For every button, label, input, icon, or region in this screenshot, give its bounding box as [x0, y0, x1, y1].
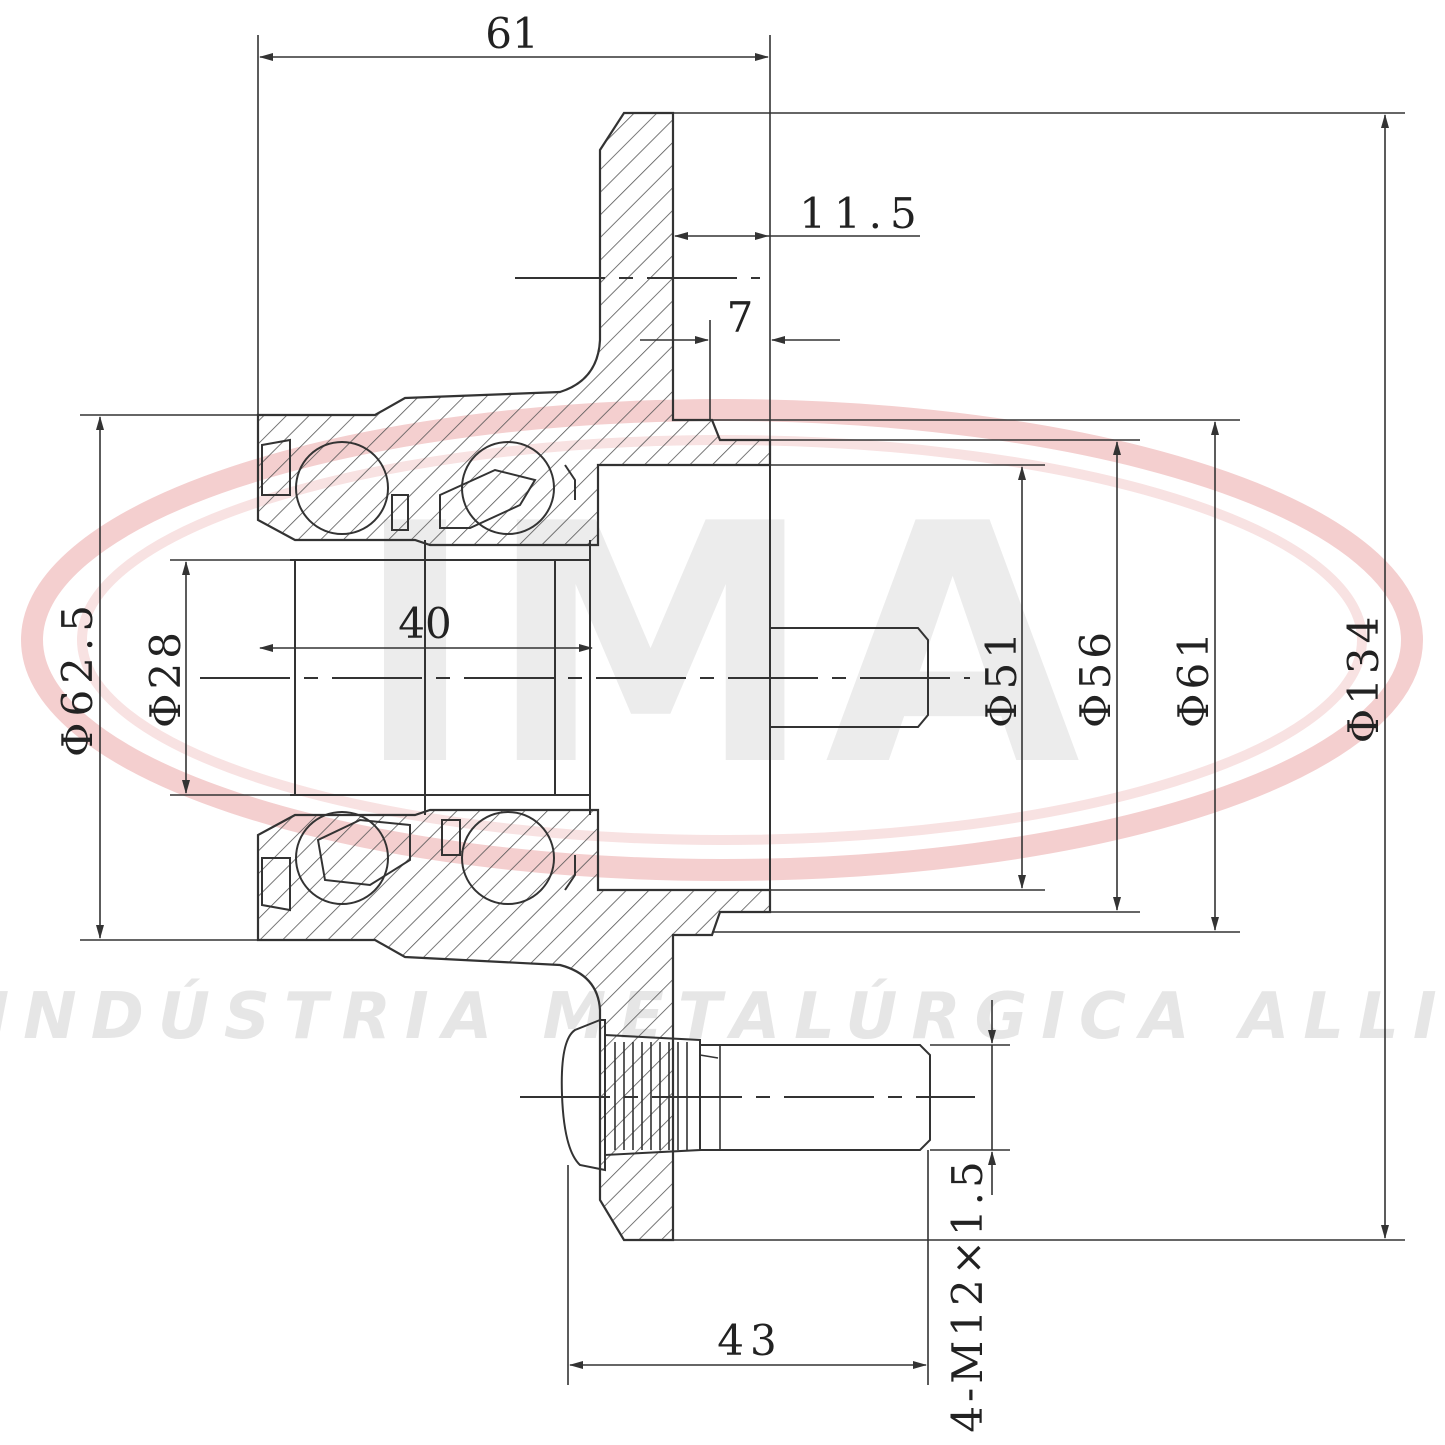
dim-flange-offset: 11.5 — [799, 189, 925, 238]
center-pilot — [769, 627, 929, 728]
dim-bearing-od: Φ62.5 — [53, 599, 102, 757]
dim-61: Φ61 — [1169, 628, 1218, 728]
dim-bore: Φ28 — [141, 628, 190, 728]
dim-bearing-width: 40 — [398, 599, 451, 648]
dim-stud-thread: 4-M12×1.5 — [943, 1157, 992, 1432]
dim-56: Φ56 — [1071, 628, 1120, 728]
extension-lines — [80, 35, 1405, 1385]
ball-bottom-right — [461, 811, 555, 905]
cage-top — [439, 468, 537, 529]
seal-top — [261, 438, 291, 496]
dim-flange-thickness: 7 — [727, 293, 754, 342]
dim-51: Φ51 — [977, 628, 1026, 728]
dim-flange-od: Φ134 — [1339, 613, 1388, 744]
ball-top-right — [461, 441, 555, 535]
cage-bottom — [316, 818, 411, 887]
seal-bottom — [261, 857, 291, 912]
ball-bottom-left — [295, 811, 389, 905]
watermark-logo: IMA INDÚSTRIA METALÚRGICA ALLI — [0, 399, 1445, 1054]
watermark-ring-outer — [21, 399, 1423, 881]
hub-housing-top — [256, 111, 772, 547]
dim-stud-spacing: 43 — [717, 1316, 782, 1365]
dimension-labels: 61 11.5 7 40 43 Φ62.5 Φ28 Φ51 Φ56 Φ61 Φ1… — [53, 9, 1388, 1433]
dim-overall-length: 61 — [485, 9, 538, 58]
ball-top-left — [295, 441, 389, 535]
bearing-balls — [261, 438, 576, 912]
watermark-company-text: INDÚSTRIA METALÚRGICA ALLI — [0, 978, 1445, 1054]
center-lines — [200, 277, 975, 1098]
dimension-lines — [96, 53, 1389, 1369]
